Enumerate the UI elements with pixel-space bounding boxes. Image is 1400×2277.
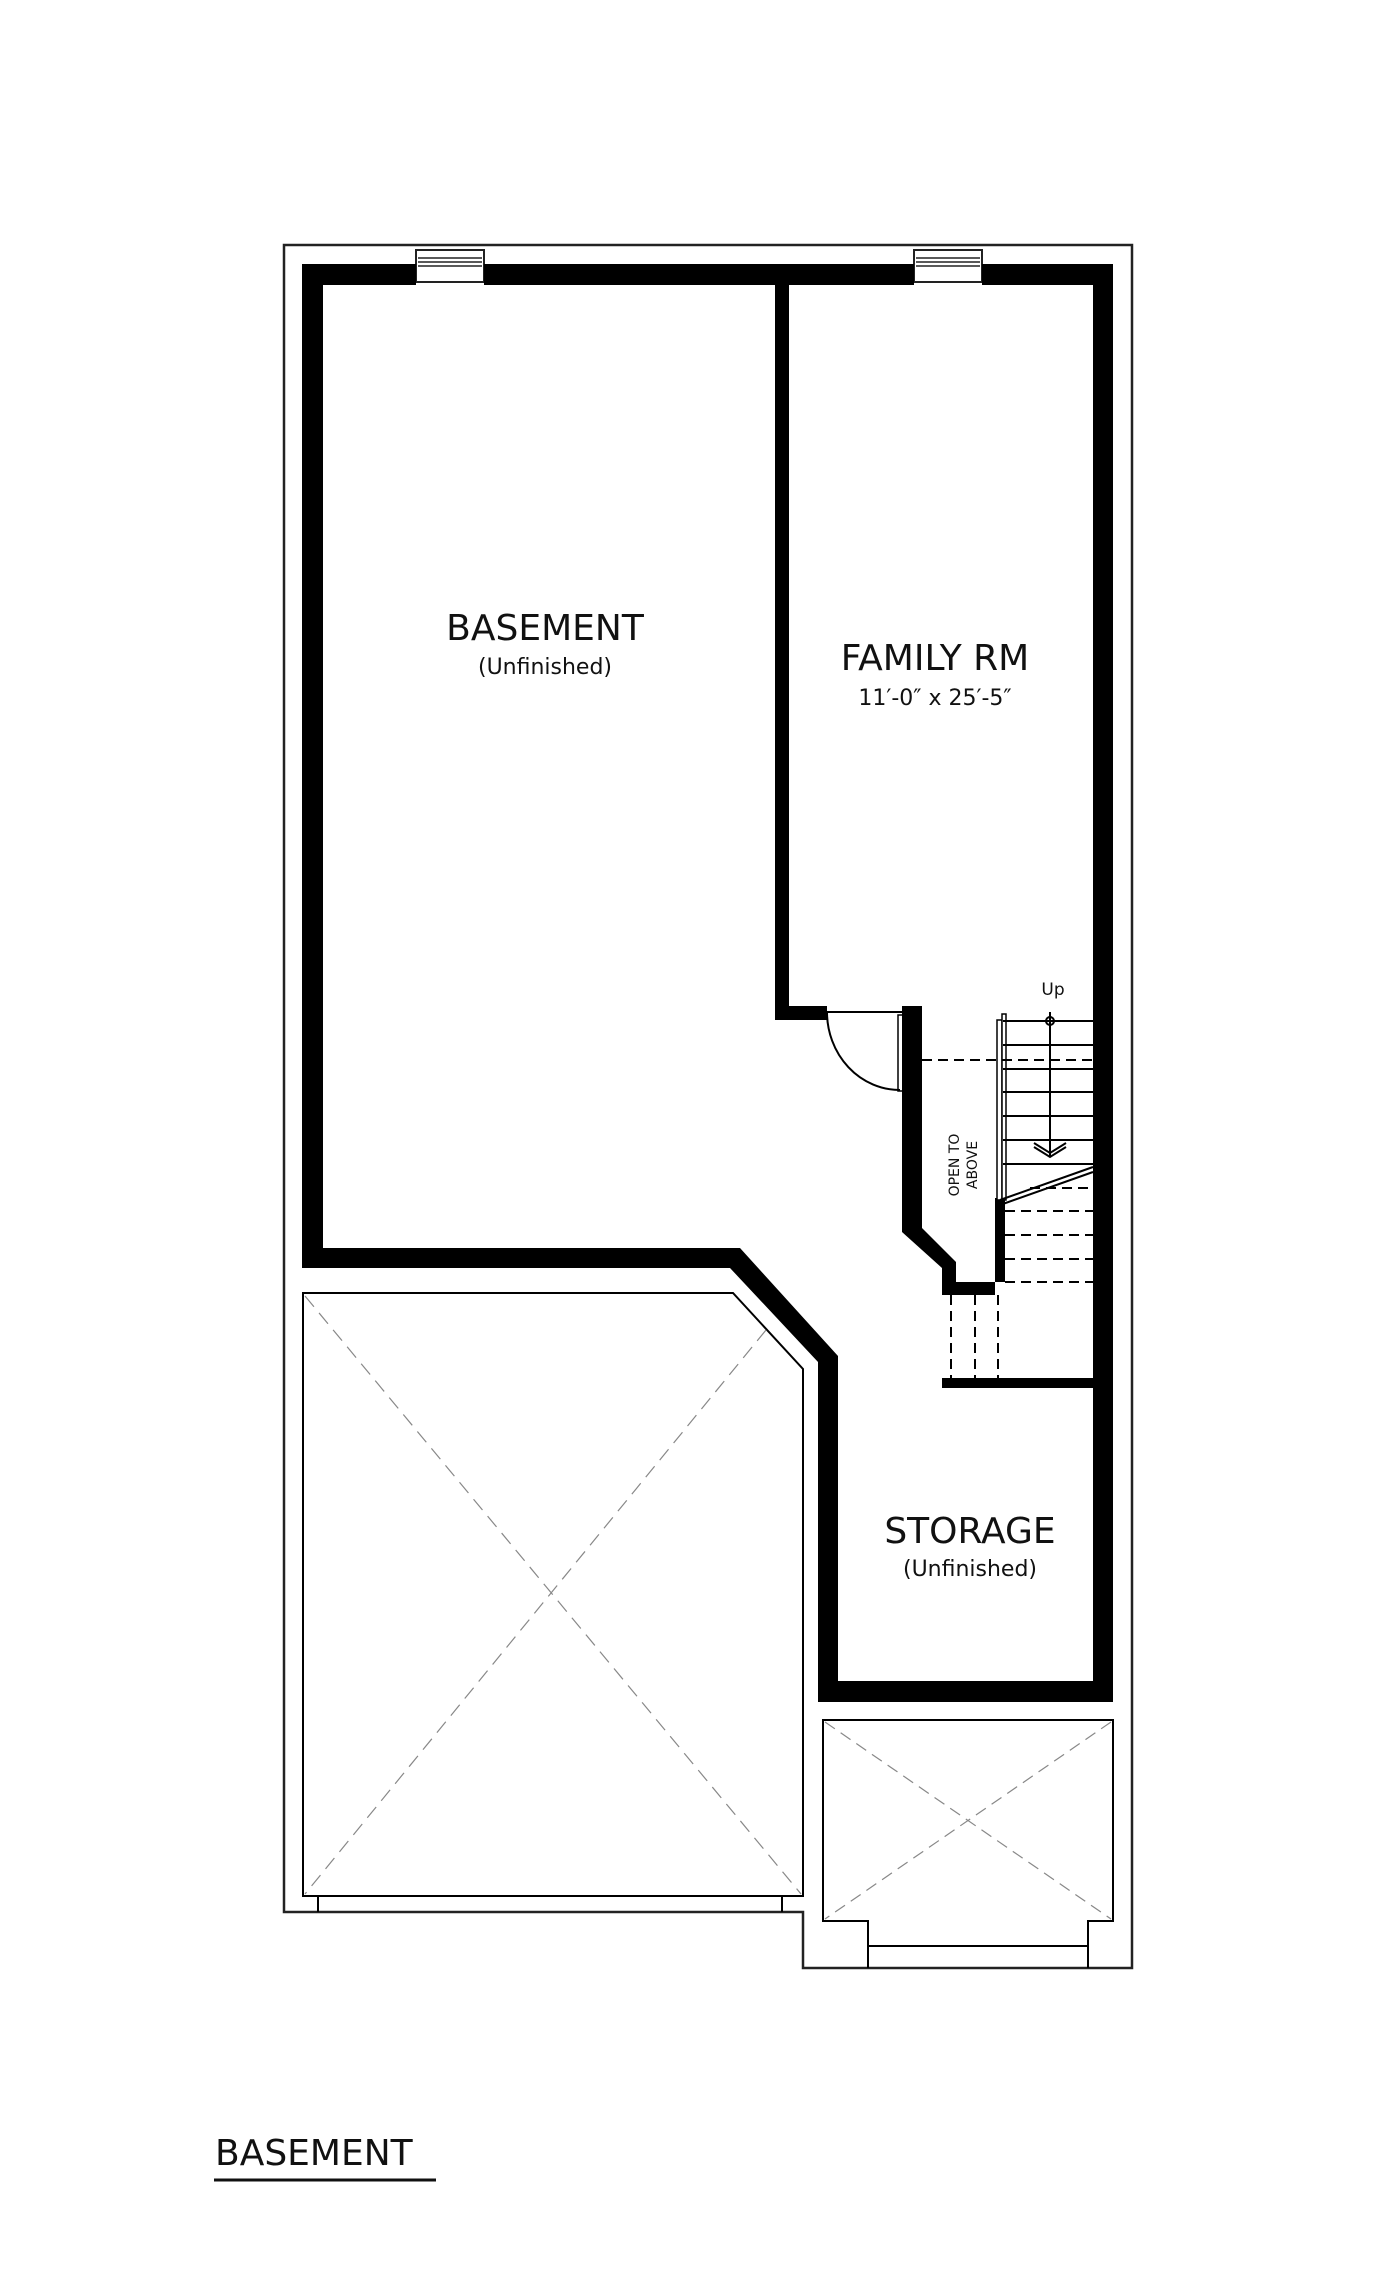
stair-arrow-icon (1033, 1012, 1067, 1159)
room-name: STORAGE (884, 1511, 1055, 1552)
window-left (415, 249, 485, 283)
room-dimensions: 11′-0″ x 25′-5″ (858, 686, 1011, 711)
room-note: (Unfinished) (478, 655, 612, 680)
room-label-family-rm: FAMILY RM 11′-0″ x 25′-5″ (841, 638, 1030, 711)
open-to-above-label: OPEN TO ABOVE (947, 1134, 981, 1197)
window-right (913, 249, 983, 283)
svg-text:OPEN TO: OPEN TO (947, 1134, 963, 1197)
floor-title: BASEMENT (215, 2133, 414, 2174)
room-name: FAMILY RM (841, 638, 1030, 679)
staircase (922, 1012, 1094, 1378)
room-name: BASEMENT (446, 608, 645, 649)
foundation-outline (282, 243, 1134, 1970)
garage-area (302, 1292, 804, 1912)
svg-text:ABOVE: ABOVE (965, 1141, 981, 1189)
room-note: (Unfinished) (903, 1557, 1037, 1582)
room-label-storage: STORAGE (Unfinished) (884, 1511, 1055, 1582)
interior-walls (775, 285, 1113, 1388)
basement-door (826, 1011, 904, 1092)
stair-up-label: Up (1041, 980, 1064, 1000)
room-label-basement: BASEMENT (Unfinished) (446, 608, 645, 680)
exterior-walls (302, 264, 1113, 1702)
porch-area (822, 1719, 1114, 1968)
